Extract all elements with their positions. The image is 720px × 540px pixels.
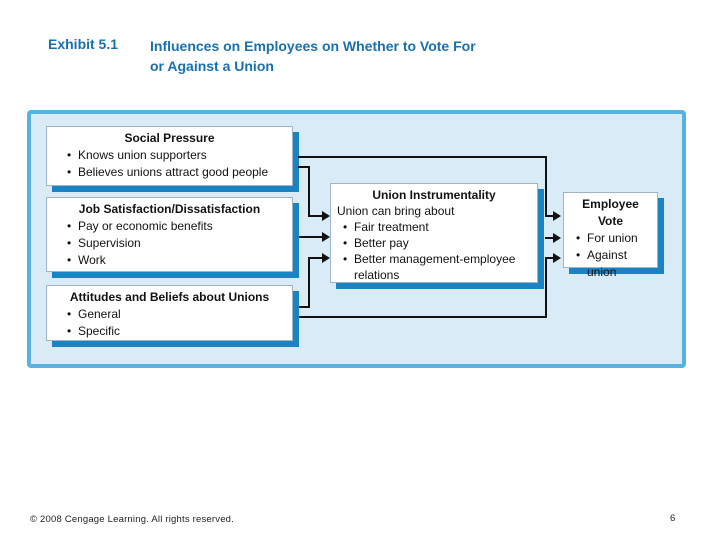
bullet-list: Knows union supporters Believes unions a… [51,147,288,181]
bullet-item: Knows union supporters [67,147,288,164]
box-title: Union Instrumentality [372,188,496,202]
arrow-right-icon [322,232,330,242]
bullet-item: Better management-employee relations [343,251,533,283]
bullet-list: For union Against union [568,230,653,281]
connector-line [308,166,310,217]
bullet-item: Supervision [67,235,288,252]
connector-line [545,156,547,217]
slide-title: Influences on Employees on Whether to Vo… [150,36,476,76]
box-social-pressure: Social Pressure Knows union supporters B… [46,126,293,186]
bullet-item: Fair treatment [343,219,533,235]
bullet-list: Fair treatment Better pay Better managem… [335,219,533,283]
bullet-list: Pay or economic benefits Supervision Wor… [51,218,288,269]
exhibit-label: Exhibit 5.1 [48,36,119,52]
connector-line [545,257,554,259]
box-union-instrumentality: Union Instrumentality Union can bring ab… [330,183,538,283]
bullet-item: Against union [576,247,653,281]
connector-line [299,236,323,238]
bullet-item: Work [67,252,288,269]
slide-title-line2: or Against a Union [150,58,274,74]
connector-line [308,215,323,217]
box-title: Employee Vote [582,197,639,228]
bullet-list: General Specific [51,306,288,340]
copyright-text: © 2008 Cengage Learning. All rights rese… [30,514,235,525]
arrow-right-icon [322,253,330,263]
arrow-right-icon [553,253,561,263]
connector-line [299,316,547,318]
connector-line [545,237,554,239]
connector-line [299,306,310,308]
connector-line [308,257,310,308]
box-employee-vote: Employee Vote For union Against union [563,192,658,279]
bullet-item: Specific [67,323,288,340]
connector-line [308,257,323,259]
box-lead-text: Union can bring about [337,204,455,218]
arrow-right-icon [322,211,330,221]
box-attitudes-beliefs: Attitudes and Beliefs about Unions Gener… [46,285,293,341]
bullet-item: Believes unions attract good people [67,164,288,181]
box-title: Job Satisfaction/Dissatisfaction [78,202,261,216]
bullet-item: Better pay [343,235,533,251]
arrow-right-icon [553,233,561,243]
bullet-item: For union [576,230,653,247]
connector-line [545,215,554,217]
connector-line [298,166,310,168]
page-number: 6 [670,513,676,524]
bullet-item: General [67,306,288,323]
box-title: Attitudes and Beliefs about Unions [69,290,270,304]
slide-title-line1: Influences on Employees on Whether to Vo… [150,38,476,54]
box-job-satisfaction: Job Satisfaction/Dissatisfaction Pay or … [46,197,293,272]
connector-line [298,156,547,158]
arrow-right-icon [553,211,561,221]
bullet-item: Pay or economic benefits [67,218,288,235]
box-title: Social Pressure [124,131,215,145]
connector-line [545,257,547,318]
